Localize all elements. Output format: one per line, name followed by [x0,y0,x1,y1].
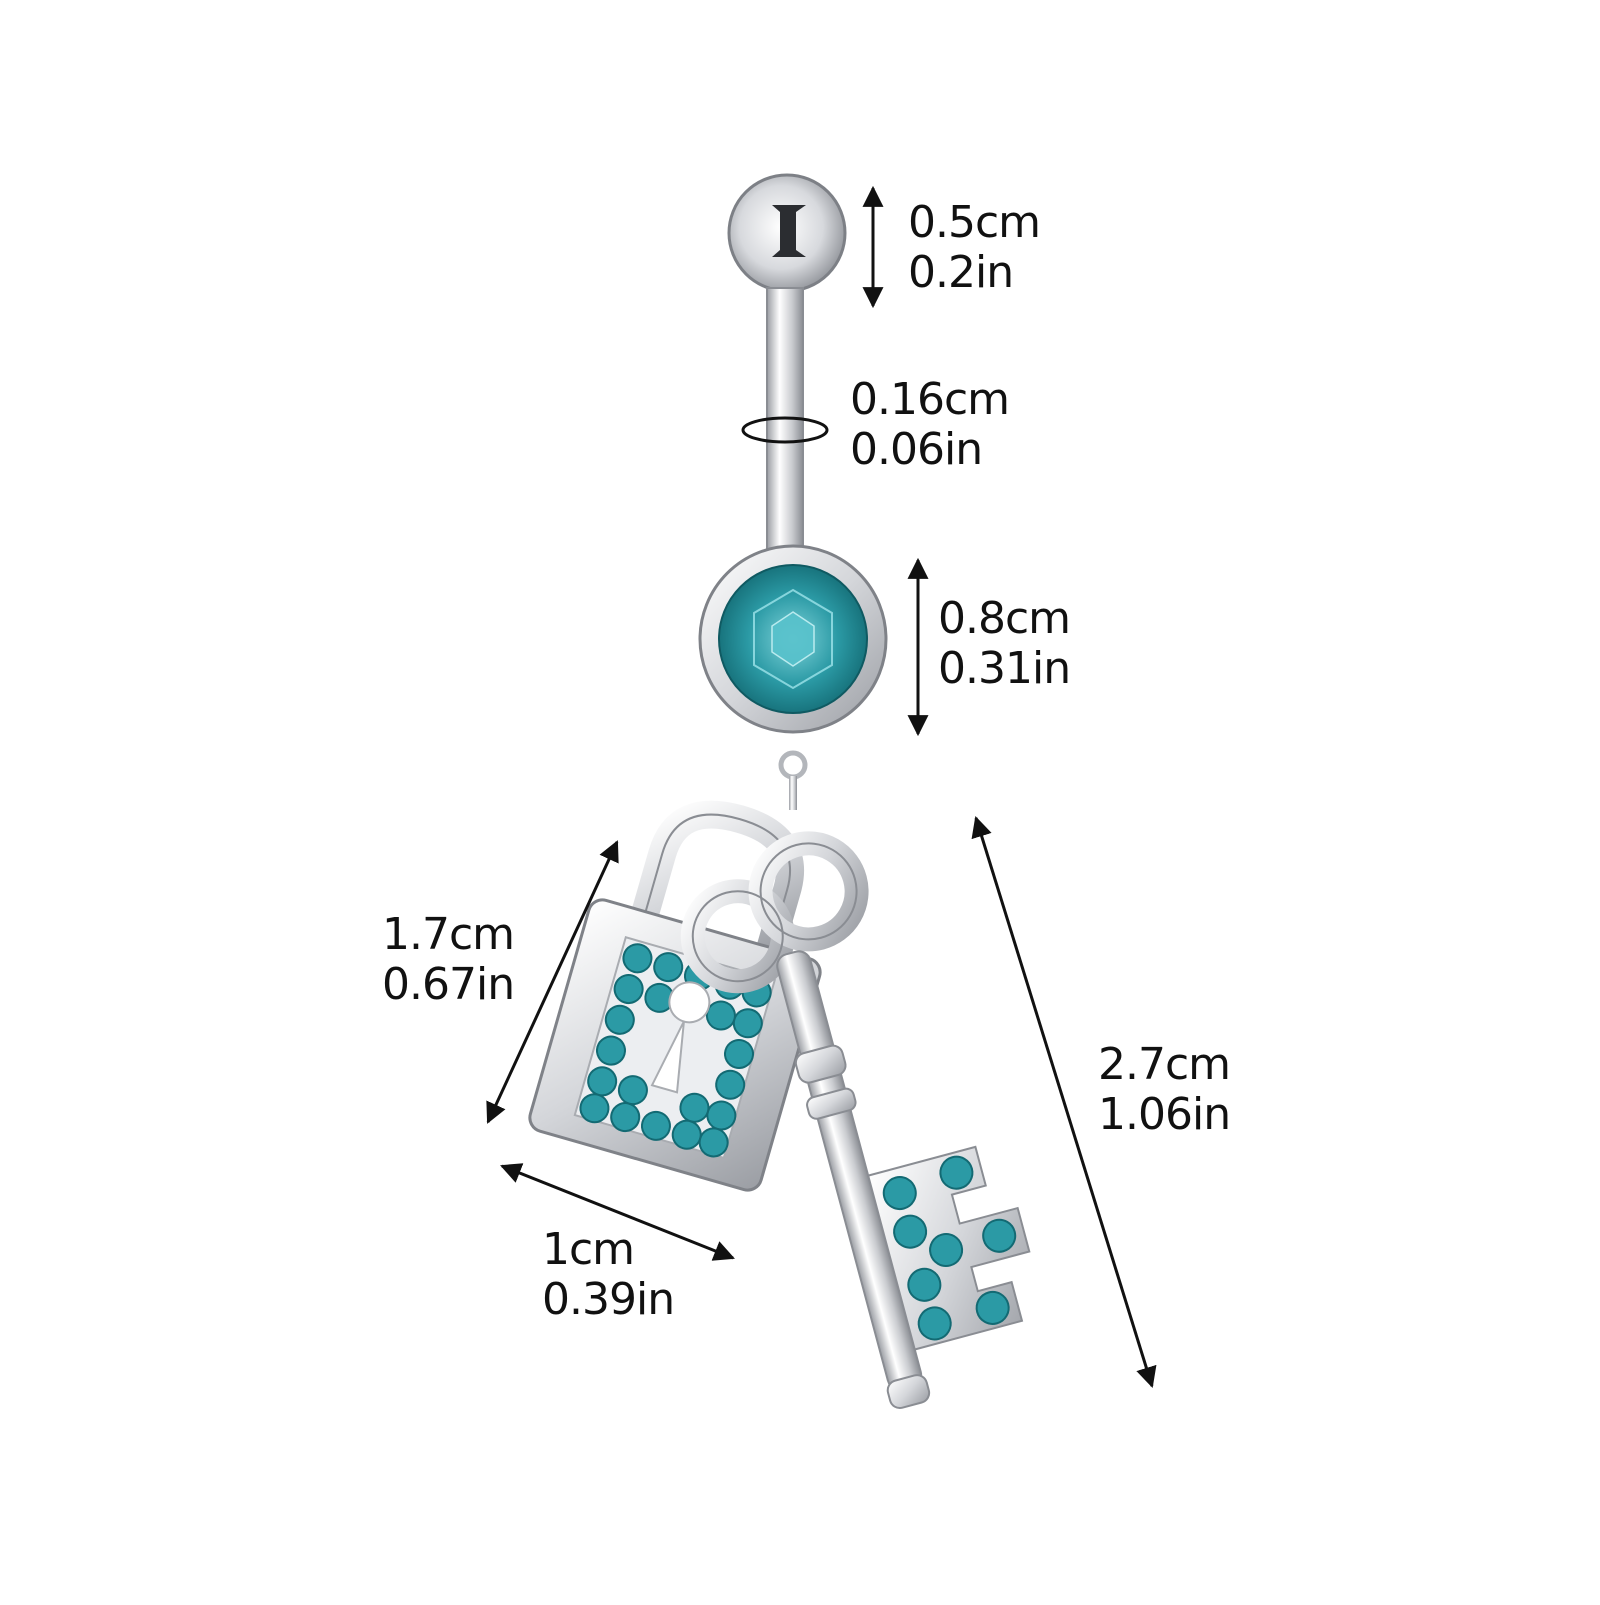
gem-cm: 0.8cm [938,593,1071,644]
top-ball-icon [727,173,847,293]
jump-ring-icon [778,750,808,810]
barbell-shaft-icon [766,287,804,567]
lock-height-cm: 1.7cm [382,909,515,960]
lock-height-arrow [486,840,619,1124]
bar-in: 0.06in [850,424,983,475]
lock-width-in: 0.39in [542,1274,675,1325]
charm-length-cm: 2.7cm [1098,1039,1231,1090]
gem-in: 0.31in [938,643,1071,694]
top-ball-cm: 0.5cm [908,197,1041,248]
charm-length-dimension: 2.7cm 1.06in [1098,1039,1231,1140]
gem-dimension: 0.8cm 0.31in [938,593,1071,694]
bar-cm: 0.16cm [850,374,1010,425]
charm-length-in: 1.06in [1098,1089,1231,1140]
bar-dimension: 0.16cm 0.06in [850,374,1010,475]
lock-width-cm: 1cm [542,1224,635,1275]
circumference-ring-icon [741,416,829,444]
top-ball-dimension: 0.5cm 0.2in [908,197,1041,298]
top-ball-in: 0.2in [908,247,1014,298]
bezel-gem-icon [698,544,888,734]
charm-length-arrow [971,815,1157,1389]
lock-width-dimension: 1cm 0.39in [542,1224,675,1325]
lock-height-dimension: 1.7cm 0.67in [382,909,515,1010]
lock-height-in: 0.67in [382,959,515,1010]
lock-width-arrow [500,1163,735,1261]
